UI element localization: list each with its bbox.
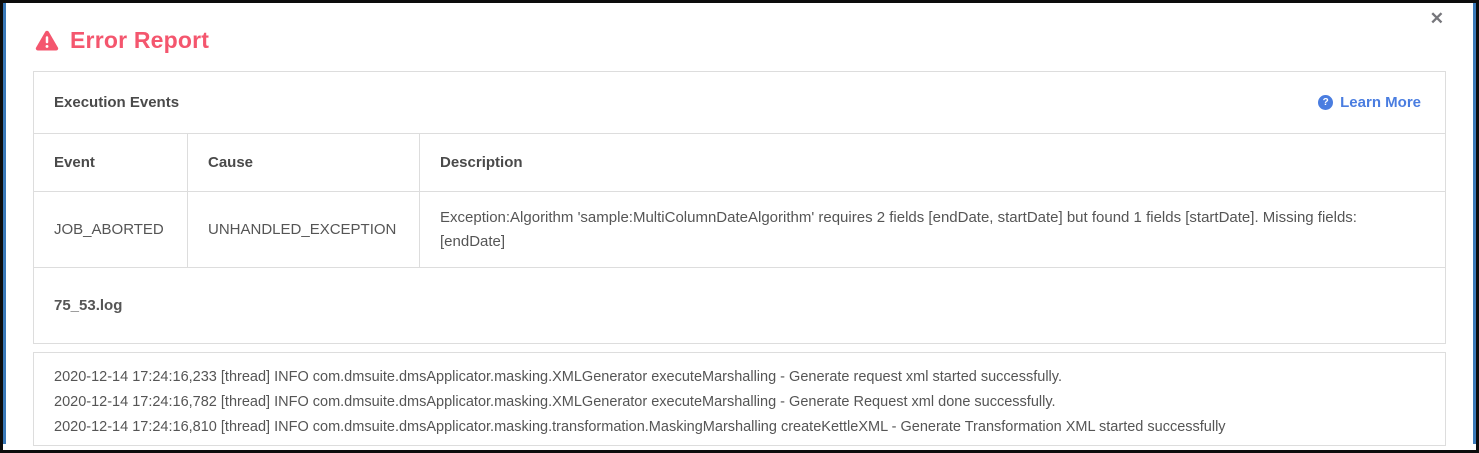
modal-body: Execution Events ? Learn More Event Caus… (33, 71, 1446, 446)
column-header-event: Event (33, 133, 188, 192)
log-line: 2020-12-14 17:24:16,233 [thread] INFO co… (54, 369, 1062, 385)
learn-more-label: Learn More (1340, 94, 1421, 111)
log-output-box: 2020-12-14 17:24:16,233 [thread] INFO co… (33, 352, 1446, 446)
modal-left-accent (3, 3, 6, 444)
execution-events-header: Execution Events ? Learn More (33, 71, 1446, 133)
description-cell: Exception:Algorithm 'sample:MultiColumnD… (419, 191, 1446, 268)
modal-title-text: Error Report (70, 27, 210, 53)
log-filename: 75_53.log (33, 267, 1446, 344)
table-header-row: Event Cause Description (33, 133, 1446, 192)
close-icon[interactable]: ✕ (1426, 6, 1448, 31)
execution-events-table: Event Cause Description JOB_ABORTED UNHA… (33, 133, 1446, 344)
table-row: JOB_ABORTED UNHANDLED_EXCEPTION Exceptio… (33, 191, 1446, 268)
question-circle-icon: ? (1318, 95, 1334, 110)
event-cell: JOB_ABORTED (33, 191, 188, 268)
page-title: Error Report (3, 3, 1476, 54)
column-header-description: Description (419, 133, 1446, 192)
modal-right-accent (1473, 3, 1476, 444)
section-heading: Execution Events (54, 94, 180, 111)
learn-more-link[interactable]: ? Learn More (1318, 94, 1421, 111)
log-line: 2020-12-14 17:24:16,782 [thread] INFO co… (54, 394, 1056, 410)
column-header-cause: Cause (187, 133, 420, 192)
log-line: 2020-12-14 17:24:16,810 [thread] INFO co… (54, 419, 1226, 435)
cause-cell: UNHANDLED_EXCEPTION (187, 191, 420, 268)
log-filename-row: 75_53.log (33, 267, 1446, 344)
warning-triangle-icon (35, 30, 59, 51)
